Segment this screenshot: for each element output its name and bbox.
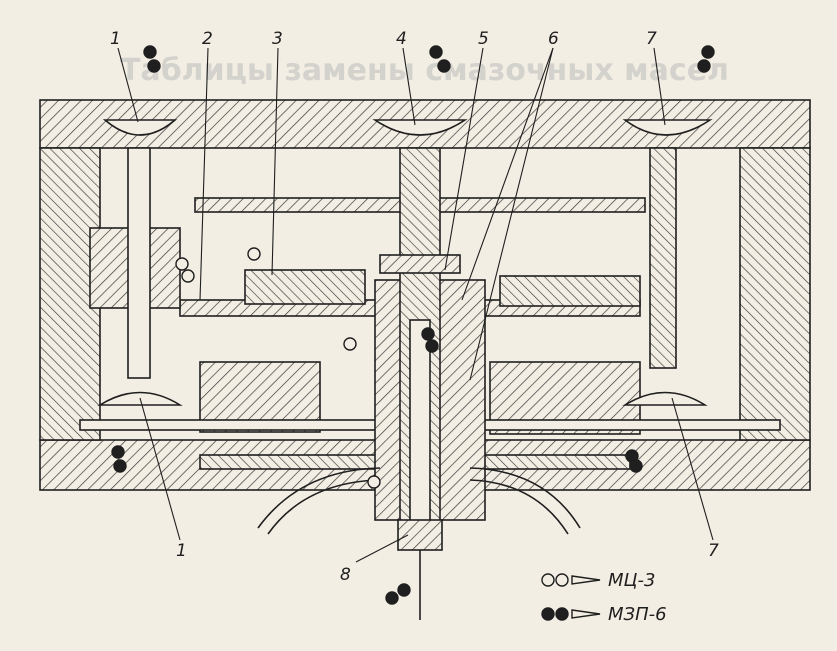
- right-hose-outer: [469, 479, 569, 535]
- grease-marker: [397, 583, 411, 597]
- legend-oil-drop: [571, 575, 601, 585]
- grease-marker: [111, 445, 125, 459]
- left-pin: [127, 147, 151, 379]
- background-heading: Таблицы замены смазочных масел: [120, 53, 729, 88]
- grease-marker: [425, 339, 439, 353]
- oil-marker: [175, 257, 189, 271]
- leader-6a: [461, 47, 554, 301]
- right-carriage: [499, 275, 641, 307]
- leader-4: [402, 47, 416, 126]
- leader-5: [444, 47, 484, 271]
- oil-cup-top-right: [622, 119, 713, 136]
- oil-marker: [181, 269, 195, 283]
- carriage-block: [244, 269, 366, 305]
- legend: МЦ-3 МЗП-6: [541, 570, 667, 625]
- right-pin: [649, 147, 677, 369]
- callout-5: 5: [478, 29, 489, 49]
- callout-6: 6: [548, 29, 559, 49]
- callout-1-top: 1: [110, 29, 121, 49]
- grease-marker: [429, 45, 443, 59]
- grease-marker: [437, 59, 451, 73]
- callout-7-top: 7: [646, 29, 657, 49]
- grease-marker: [701, 45, 715, 59]
- leader-3: [271, 47, 279, 276]
- grease-marker: [143, 45, 157, 59]
- right-hose: [469, 467, 581, 529]
- oil-marker: [343, 337, 357, 351]
- top-collar: [379, 254, 461, 274]
- leader-2: [199, 47, 209, 301]
- grease-marker: [147, 59, 161, 73]
- legend-grease-label: МЗП-6: [608, 604, 667, 625]
- left-hose: [257, 467, 381, 529]
- callout-2: 2: [202, 29, 213, 49]
- oil-marker: [367, 475, 381, 489]
- legend-grease-dot: [555, 607, 569, 621]
- callout-4: 4: [396, 29, 407, 49]
- oil-marker: [247, 247, 261, 261]
- left-hose-outer: [267, 479, 381, 535]
- leader-1-bottom: [139, 397, 181, 541]
- legend-oil-dot: [541, 573, 555, 587]
- callout-1-bottom: 1: [176, 541, 187, 561]
- grease-marker: [113, 459, 127, 473]
- grease-marker: [421, 327, 435, 341]
- legend-oil-label: МЦ-3: [608, 570, 655, 591]
- grease-marker: [385, 591, 399, 605]
- legend-oil-dot: [555, 573, 569, 587]
- leader-6b: [469, 47, 554, 381]
- right-body: [739, 147, 811, 441]
- oil-cup-top-left: [102, 119, 178, 136]
- leader-1-top: [117, 47, 139, 123]
- spindle-nut: [397, 519, 443, 551]
- spindle-core: [409, 319, 431, 541]
- leader-8: [355, 534, 409, 563]
- callout-8: 8: [340, 565, 351, 585]
- grease-marker: [629, 459, 643, 473]
- leader-7-top: [653, 47, 666, 126]
- callout-3: 3: [272, 29, 283, 49]
- leader-7-bottom: [671, 397, 714, 541]
- legend-grease-dot: [541, 607, 555, 621]
- legend-grease-drop: [571, 609, 601, 619]
- oil-cup-top-center: [372, 119, 468, 136]
- oil-cup-bottom-right: [622, 391, 708, 406]
- grease-marker: [697, 59, 711, 73]
- callout-7-bottom: 7: [708, 541, 719, 561]
